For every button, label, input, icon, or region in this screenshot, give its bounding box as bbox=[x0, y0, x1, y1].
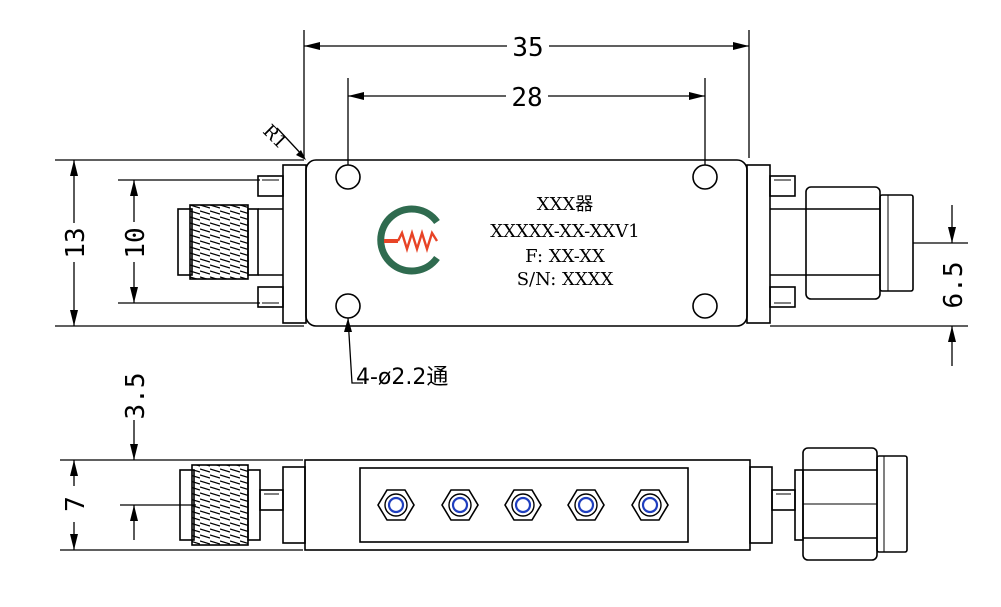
dimension-body-height: 13 bbox=[55, 159, 304, 327]
right-flange bbox=[746, 164, 806, 324]
frequency-label: F: XX-XX bbox=[525, 246, 605, 267]
tuning-screws bbox=[377, 489, 669, 521]
holes-note: 4-ø2.2通 bbox=[356, 365, 448, 390]
dimension-hole-spacing-vertical: 10 bbox=[118, 179, 260, 304]
dimension-total-length: 35 bbox=[303, 30, 750, 158]
adjustment-screw-icon bbox=[631, 489, 669, 521]
left-sma-connector bbox=[177, 204, 259, 280]
dim-thickness: 7 bbox=[61, 496, 91, 512]
dimension-connector-offset: 6.5 bbox=[770, 205, 969, 366]
dim-connector-offset: 6.5 bbox=[939, 262, 969, 309]
dim-hole-spacing: 28 bbox=[511, 83, 542, 113]
model-number: XXXXX-XX-XXV1 bbox=[490, 221, 639, 242]
right-connector-side bbox=[749, 447, 908, 561]
dim-hole-spacing-vertical: 10 bbox=[121, 227, 151, 258]
side-view bbox=[179, 447, 908, 561]
adjustment-screw-icon bbox=[441, 489, 479, 521]
corner-radius-label: R1 bbox=[258, 121, 291, 154]
holes-note-callout: 4-ø2.2通 bbox=[344, 317, 448, 390]
logo-arc bbox=[377, 205, 440, 275]
left-connector-side bbox=[179, 464, 306, 546]
logo-wave bbox=[396, 228, 439, 254]
mounting-hole bbox=[692, 293, 718, 319]
dimension-hole-spacing: 28 bbox=[347, 78, 706, 165]
corner-radius-callout: R1 bbox=[258, 121, 306, 160]
adjustment-screw-icon bbox=[567, 489, 605, 521]
mounting-hole bbox=[335, 164, 361, 190]
dim-total-length: 35 bbox=[512, 33, 543, 63]
product-name: XXX器 bbox=[537, 194, 593, 215]
serial-number: S/N: XXXX bbox=[517, 269, 614, 290]
adjustment-screw-icon bbox=[377, 489, 415, 521]
right-sma-connector bbox=[805, 186, 914, 300]
dimension-side-offset: 3.5 bbox=[120, 373, 196, 540]
top-view: XXX器 XXXXX-XX-XXV1 F: XX-XX S/N: XXXX R1… bbox=[177, 121, 914, 390]
company-logo bbox=[377, 205, 440, 275]
mounting-hole bbox=[692, 164, 718, 190]
dimension-thickness: 7 bbox=[60, 459, 303, 551]
filter-body-top bbox=[305, 159, 748, 327]
dim-body-height: 13 bbox=[61, 227, 91, 258]
left-flange bbox=[257, 164, 307, 324]
dim-side-offset: 3.5 bbox=[121, 373, 151, 420]
adjustment-screw-icon bbox=[504, 489, 542, 521]
filter-body-side bbox=[304, 459, 751, 551]
screw-panel bbox=[359, 467, 689, 543]
mounting-hole bbox=[335, 293, 361, 319]
